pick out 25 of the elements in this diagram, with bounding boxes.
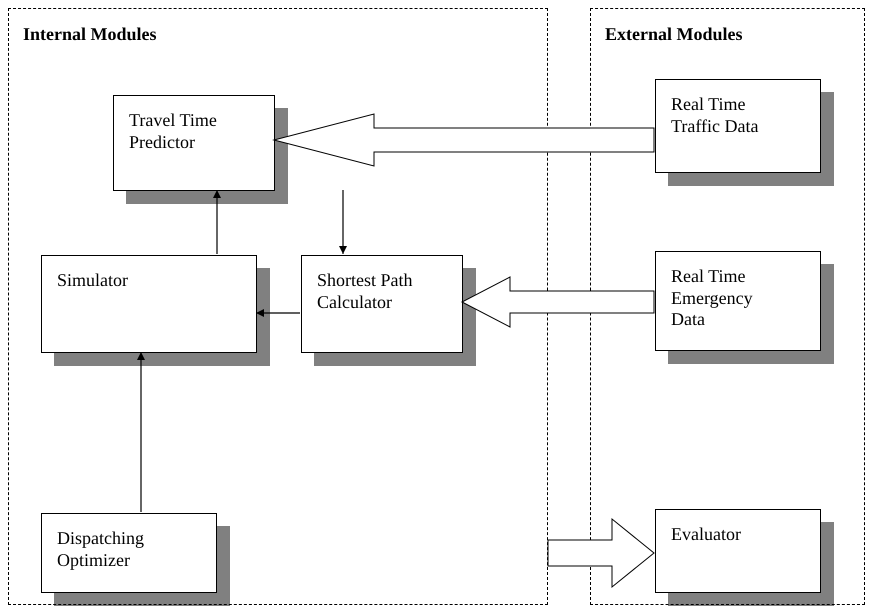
module-label: Simulator (57, 270, 129, 292)
module-group (8, 8, 548, 605)
module-label: Dispatching Optimizer (57, 528, 145, 572)
module-label: Travel Time Predictor (129, 110, 218, 154)
module-box (655, 79, 821, 173)
module-box (113, 95, 275, 191)
arrow (256, 309, 300, 317)
module-label: Evaluator (671, 524, 742, 546)
module-label: Real Time Emergency Data (671, 266, 754, 331)
module-label: Shortest Path Calculator (317, 270, 414, 314)
group-heading: Internal Modules (23, 23, 157, 46)
module-group (590, 8, 865, 605)
block-arrow (272, 113, 654, 167)
block-arrow (548, 518, 655, 588)
module-box (41, 255, 257, 353)
module-box (41, 513, 217, 593)
arrow (213, 190, 221, 254)
block-arrow (460, 276, 654, 328)
module-label: Real Time Traffic Data (671, 94, 760, 138)
arrow (339, 190, 347, 254)
module-box (301, 255, 463, 353)
arrow (137, 352, 145, 512)
group-heading: External Modules (605, 23, 742, 46)
module-box (655, 509, 821, 593)
module-box (655, 251, 821, 351)
